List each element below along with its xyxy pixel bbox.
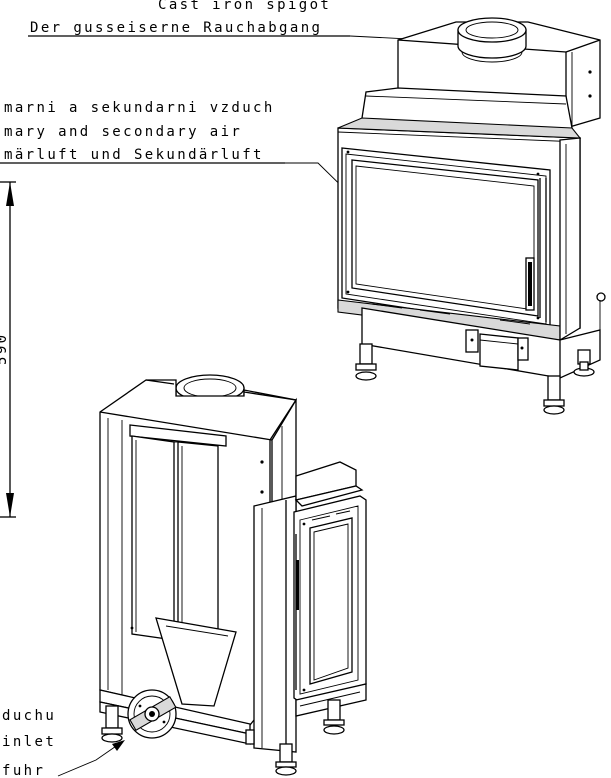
inlet-label-line3: fuhr bbox=[2, 763, 45, 778]
air-label-line3: märluft und Sekundärluft bbox=[4, 147, 264, 163]
rear-view-legs bbox=[101, 699, 345, 776]
air-label-line2: mary and secondary air bbox=[4, 124, 242, 140]
label-air-inlet: duchu inlet fuhr bbox=[2, 708, 125, 778]
air-inlet bbox=[127, 689, 177, 739]
dimension-value: 590 bbox=[0, 333, 10, 366]
stove-rear-view bbox=[99, 374, 367, 776]
air-control-box bbox=[465, 329, 529, 371]
height-dimension: 590 bbox=[0, 181, 16, 518]
spigot-label-line2: Der gusseiserne Rauchabgang bbox=[30, 20, 322, 36]
rear-view-door bbox=[293, 495, 367, 703]
spigot-label-line1: Cast iron spigot bbox=[158, 0, 331, 13]
inlet-label-line1: duchu bbox=[2, 708, 56, 724]
stove-front-view bbox=[337, 17, 606, 415]
top-spigot bbox=[457, 17, 527, 63]
air-label-line1: marni a sekundarni vzduch bbox=[4, 100, 275, 116]
air-duct-hopper bbox=[155, 617, 237, 707]
inlet-label-line2: inlet bbox=[2, 734, 56, 750]
front-view-legs bbox=[355, 343, 595, 415]
